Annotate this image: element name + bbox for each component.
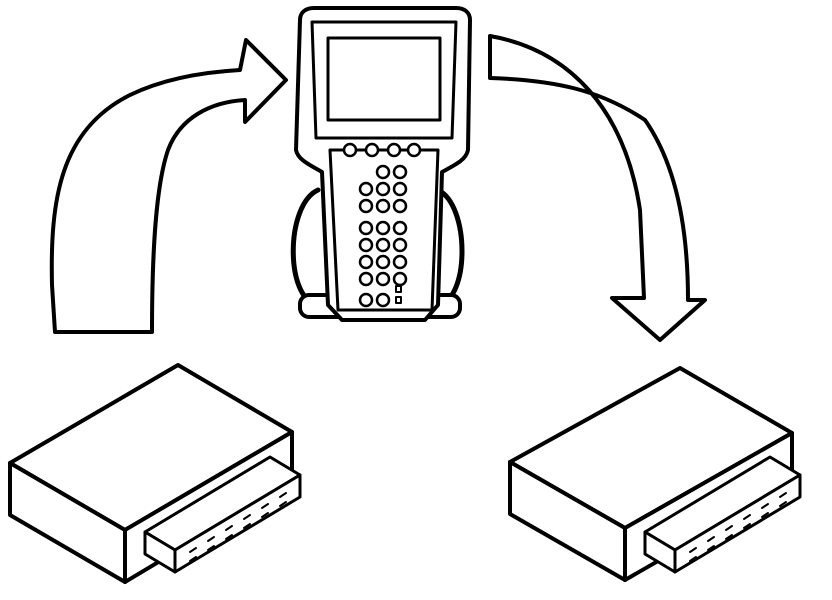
control-module-icon <box>508 366 802 582</box>
curved-arrow-down-icon <box>488 34 707 342</box>
control-module-icon <box>8 363 302 584</box>
handheld-scan-tool-icon <box>290 6 472 322</box>
scan-tool-screen <box>326 36 442 122</box>
curved-arrow-up-icon <box>49 38 288 334</box>
